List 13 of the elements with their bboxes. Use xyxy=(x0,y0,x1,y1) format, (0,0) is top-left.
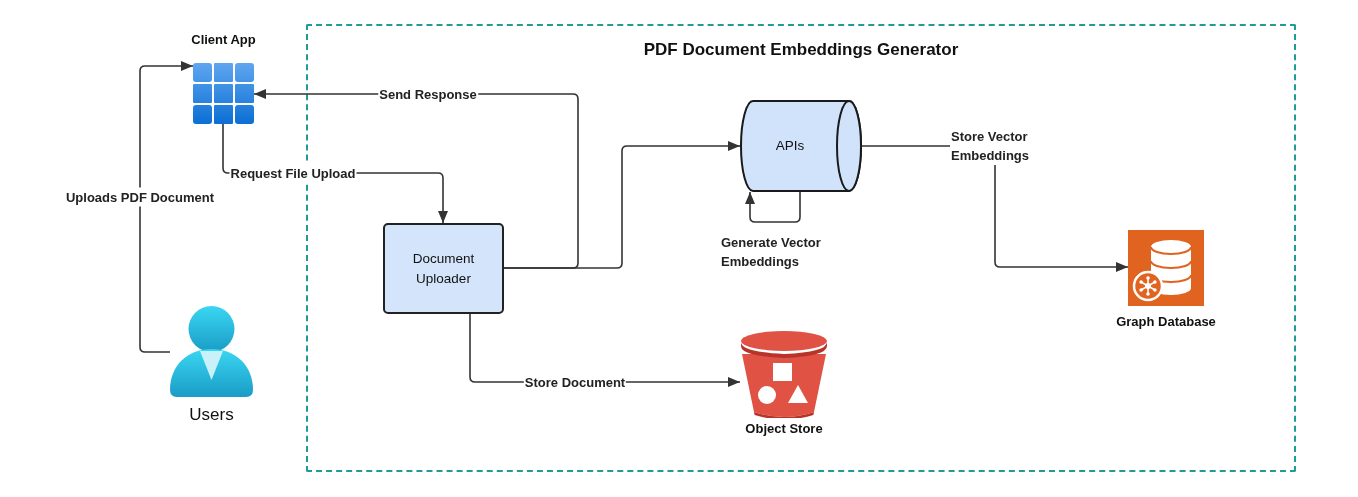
node-label: Object Store xyxy=(745,421,823,437)
arrow xyxy=(139,61,194,353)
node-label: Client App xyxy=(191,32,256,48)
node-label: Graph Database xyxy=(1116,314,1216,330)
node-label: APIs xyxy=(775,137,805,155)
arrow xyxy=(745,191,801,223)
arrow xyxy=(503,141,741,269)
edge-label: Uploads PDF Document xyxy=(64,187,216,207)
node-label: Document Uploader xyxy=(412,249,475,288)
group-title: PDF Document Embeddings Generator xyxy=(643,40,959,60)
edge-label: Request File Upload xyxy=(229,163,357,183)
process-box xyxy=(383,223,504,314)
node-label: Users xyxy=(189,406,234,424)
